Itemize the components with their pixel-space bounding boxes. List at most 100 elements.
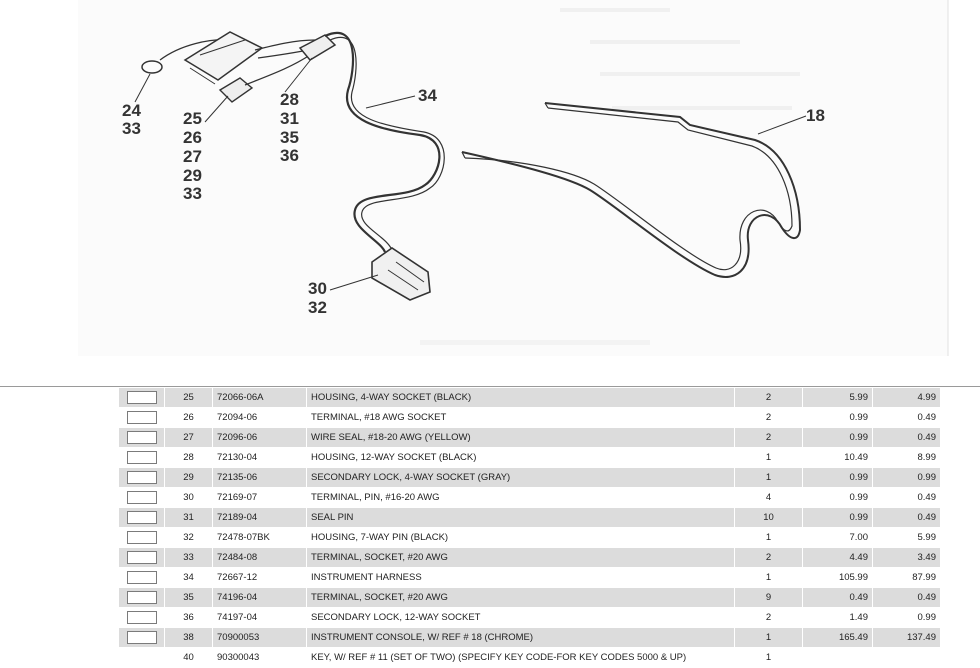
description-cell: TERMINAL, SOCKET, #20 AWG [307,548,735,568]
quantity-cell: 2 [735,408,803,428]
ref-number-cell: 30 [165,488,213,508]
sale-price-cell: 137.49 [873,628,941,648]
quantity-cell: 1 [735,468,803,488]
sale-price-cell: 0.49 [873,508,941,528]
order-qty-cell [119,468,165,488]
parts-diagram: 24 33 25 26 27 29 33 28 31 35 36 34 30 3… [122,0,949,356]
sale-price-cell: 8.99 [873,448,941,468]
description-cell: KEY, W/ REF # 11 (SET OF TWO) (SPECIFY K… [307,648,735,668]
order-quantity-input[interactable] [126,471,157,484]
quantity-cell: 2 [735,388,803,408]
callout-34: 34 [418,86,437,105]
quantity-cell: 2 [735,608,803,628]
order-qty-cell [119,588,165,608]
order-quantity-input[interactable] [126,631,157,644]
order-quantity-input[interactable] [126,451,157,464]
callout-label: 25 [183,109,202,128]
sale-price-cell: 87.99 [873,568,941,588]
callout-label: 31 [280,109,299,128]
retail-price-cell: 7.00 [803,528,873,548]
callout-label: 36 [280,146,299,165]
quantity-cell: 1 [735,568,803,588]
order-quantity-input[interactable] [126,491,157,504]
callout-label: 33 [183,184,202,203]
order-quantity-input[interactable] [126,591,157,604]
order-quantity-input[interactable] [126,531,157,544]
callout-label: 28 [280,90,299,109]
order-quantity-input[interactable] [126,391,157,404]
order-quantity-input[interactable] [126,411,157,424]
ref-number-cell: 36 [165,608,213,628]
quantity-cell: 1 [735,628,803,648]
part-number-cell: 72169-07 [213,488,307,508]
retail-price-cell: 165.49 [803,628,873,648]
retail-price-cell [803,648,873,668]
order-qty-cell [119,448,165,468]
order-quantity-input[interactable] [126,551,157,564]
callouts-30-32: 30 32 [308,279,327,317]
callout-label: 32 [308,298,327,317]
description-cell: HOUSING, 4-WAY SOCKET (BLACK) [307,388,735,408]
quantity-cell: 4 [735,488,803,508]
part-number-cell: 72096-06 [213,428,307,448]
ref-number-cell: 26 [165,408,213,428]
order-qty-cell [119,648,165,668]
description-cell: WIRE SEAL, #18-20 AWG (YELLOW) [307,428,735,448]
sale-price-cell: 5.99 [873,528,941,548]
ref-number-cell: 33 [165,548,213,568]
order-quantity-input[interactable] [126,511,157,524]
retail-price-cell: 0.49 [803,588,873,608]
quantity-cell: 2 [735,428,803,448]
description-cell: TERMINAL, PIN, #16-20 AWG [307,488,735,508]
description-cell: SEAL PIN [307,508,735,528]
description-cell: INSTRUMENT HARNESS [307,568,735,588]
callout-label: 29 [183,166,202,185]
part-number-cell: 74196-04 [213,588,307,608]
sale-price-cell: 3.49 [873,548,941,568]
callouts-24-33: 24 33 [122,101,141,138]
bleed-through-marks [420,8,800,345]
quantity-cell: 1 [735,528,803,548]
sale-price-cell: 0.49 [873,408,941,428]
order-qty-cell [119,608,165,628]
order-qty-cell [119,388,165,408]
retail-price-cell: 1.49 [803,608,873,628]
callout-label: 24 [122,101,141,120]
description-cell: SECONDARY LOCK, 4-WAY SOCKET (GRAY) [307,468,735,488]
part-number-cell: 72189-04 [213,508,307,528]
part-number-cell: 70900053 [213,628,307,648]
description-cell: TERMINAL, #18 AWG SOCKET [307,408,735,428]
part-number-cell: 72478-07BK [213,528,307,548]
quantity-cell: 1 [735,648,803,668]
part-number-cell: 72135-06 [213,468,307,488]
part-number-cell: 90300043 [213,648,307,668]
sale-price-cell: 0.99 [873,468,941,488]
sale-price-cell: 0.49 [873,428,941,448]
order-qty-cell [119,628,165,648]
retail-price-cell: 105.99 [803,568,873,588]
callout-label: 35 [280,128,299,147]
order-quantity-input[interactable] [126,571,157,584]
console-trim-drawing [461,102,802,278]
ref-number-cell: 35 [165,588,213,608]
description-cell: HOUSING, 7-WAY PIN (BLACK) [307,528,735,548]
callout-label: 30 [308,279,327,298]
quantity-cell: 10 [735,508,803,528]
retail-price-cell: 0.99 [803,488,873,508]
sale-price-cell: 4.99 [873,388,941,408]
ref-number-cell: 27 [165,428,213,448]
ref-number-cell: 40 [165,648,213,668]
description-cell: HOUSING, 12-WAY SOCKET (BLACK) [307,448,735,468]
order-quantity-input[interactable] [126,431,157,444]
part-number-cell: 72667-12 [213,568,307,588]
order-quantity-input[interactable] [126,611,157,624]
callout-label: 26 [183,128,202,147]
retail-price-cell: 0.99 [803,408,873,428]
